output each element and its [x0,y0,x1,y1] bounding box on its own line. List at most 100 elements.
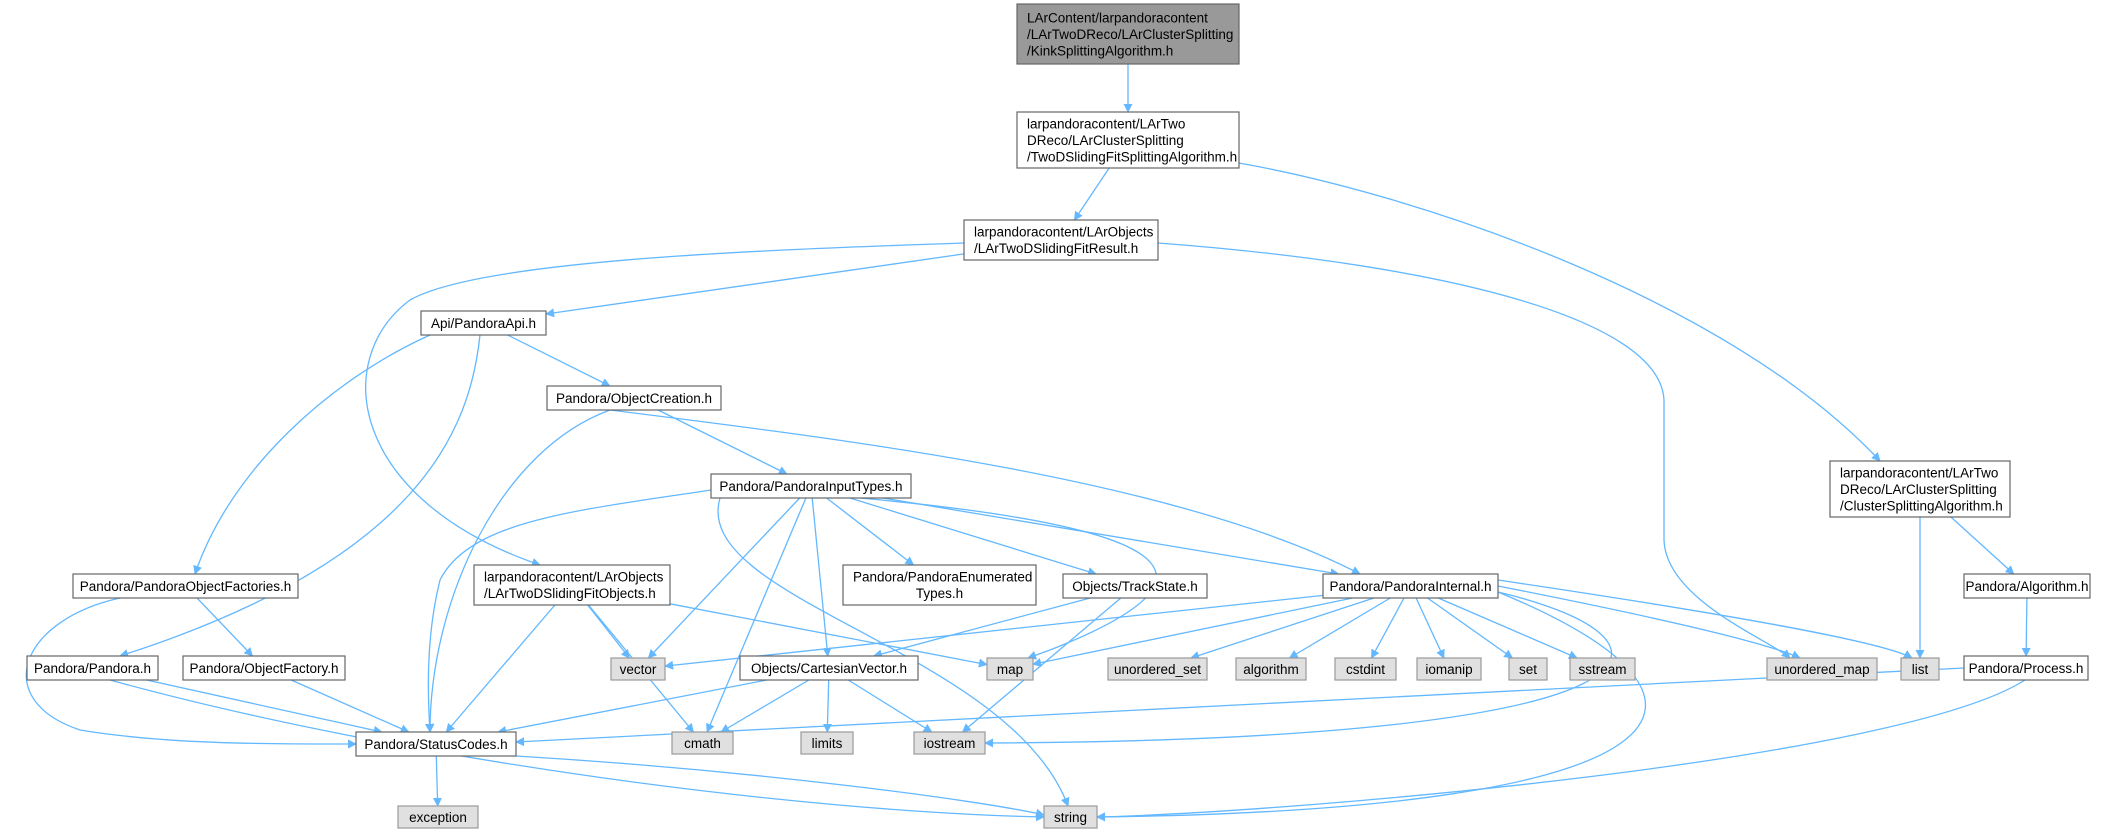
node-box [963,219,1159,261]
node-label: Pandora/PandoraInputTypes.h [719,479,902,494]
edge [1190,597,1375,660]
edge-status_codes-to-string [515,755,1045,818]
node-internal[interactable]: Pandora/PandoraInternal.h [1322,573,1499,599]
edge [545,253,965,318]
edge [507,334,611,387]
edge-pandora_api-to-object_creation [507,334,611,387]
edge-pandora_api-to-object_factories [193,334,431,575]
node-algorithm-h[interactable]: Pandora/Algorithm.h [1963,573,2091,599]
node-box [1963,655,2089,681]
node-twod-fit-result[interactable]: larpandoracontent/LArObjects/LArTwoDSlid… [963,219,1159,261]
edge [425,489,712,733]
edge [859,497,1157,660]
node-cstdint: cstdint [1334,657,1397,681]
node-box [1334,657,1397,681]
node-box [1569,657,1636,681]
node-status-codes[interactable]: Pandora/StatusCodes.h [355,731,517,757]
node-box [1900,657,1940,681]
edge-fit_objects-to-status_codes [445,604,556,733]
node-iostream: iostream [913,731,986,755]
edge [1370,597,1405,659]
node-label: string [1054,810,1087,825]
nodes-layer: LArContent/larpandoracontent/LArTwoDReco… [26,3,2091,829]
node-label: /ClusterSplittingAlgorithm.h [1840,498,2003,513]
edge-input_types-to-internal [882,497,1340,578]
node-process[interactable]: Pandora/Process.h [1963,655,2089,681]
node-box [913,731,986,755]
edge-internal-to-sstream [1438,597,1578,659]
node-twod-sliding-split[interactable]: larpandoracontent/LArTwoDReco/LArCluster… [1016,111,1240,169]
node-label: larpandoracontent/LArTwo [1027,116,1185,131]
node-cluster-split[interactable]: larpandoracontent/LArTwoDReco/LArCluster… [1829,460,2011,518]
node-limits: limits [800,731,854,755]
node-label: Pandora/ObjectCreation.h [556,391,712,406]
edge [587,604,630,659]
node-unordered-map: unordered_map [1766,657,1878,681]
edge-internal-to-list [1497,579,1913,659]
node-label: cmath [684,736,721,751]
node-box [1016,3,1240,65]
edge-status_codes-to-exception [432,755,442,807]
node-object-factories[interactable]: Pandora/PandoraObjectFactories.h [72,573,299,599]
node-object-factory[interactable]: Pandora/ObjectFactory.h [182,655,346,681]
node-input-types[interactable]: Pandora/PandoraInputTypes.h [710,473,912,499]
node-pandora-api[interactable]: Api/PandoraApi.h [420,310,547,336]
edge-internal-to-iostream [984,591,1613,748]
node-string: string [1043,805,1098,829]
edge-internal-to-string [1096,591,1646,822]
edge [1096,679,2026,822]
edge-input_types-to-track_state [849,497,1097,576]
node-pandora-h[interactable]: Pandora/Pandora.h [26,655,159,681]
node-iomanip: iomanip [1416,657,1482,681]
node-label: iomanip [1425,662,1472,677]
node-label: iostream [924,736,976,751]
edge [1497,585,1801,659]
edge [1415,597,1445,659]
node-unordered-set: unordered_set [1107,657,1208,681]
edge-twod_sliding_split-to-twod_fit_result [1073,167,1110,221]
node-label: Pandora/PandoraObjectFactories.h [80,579,292,594]
edge [1288,597,1391,659]
node-label: DReco/LArClusterSplitting [1840,482,1997,497]
edge [847,679,933,733]
edge-internal-to-unordered_set [1190,597,1375,660]
edge-object_creation-to-internal [609,409,1361,575]
node-label: /KinkSplittingAlgorithm.h [1027,43,1173,58]
edge-track_state-to-cartesian [872,597,1091,659]
edge [515,755,1045,818]
edge [445,604,556,733]
edge [109,679,1045,822]
node-label: unordered_map [1774,662,1869,677]
edge [497,679,768,735]
node-box [671,731,734,755]
node-root[interactable]: LArContent/larpandoracontent/LArTwoDReco… [1016,3,1240,65]
node-label: Pandora/ObjectFactory.h [189,661,338,676]
node-label: larpandoracontent/LArTwo [1840,465,1998,480]
node-cartesian[interactable]: Objects/CartesianVector.h [739,655,919,681]
node-label: /LArTwoDSlidingFitObjects.h [484,586,656,601]
edge-object_creation-to-input_types [657,409,788,475]
edge-fit_objects-to-vector [587,604,630,659]
edge-pandora_h-to-string [109,679,1045,822]
node-label: /LArTwoDReco/LArClusterSplitting [1027,27,1233,42]
node-fit-objects[interactable]: larpandoracontent/LArObjects/LArTwoDSlid… [473,564,671,606]
edge [425,409,611,733]
node-box [182,655,346,681]
node-track-state[interactable]: Objects/TrackState.h [1062,573,1208,599]
edge [647,497,801,659]
edge [1032,597,1353,667]
edge-internal-to-set [1427,597,1514,659]
node-label: Pandora/PandoraInternal.h [1329,579,1491,594]
node-box [355,731,517,757]
edge-input_types-to-status_codes [425,489,712,733]
edge-object_creation-to-status_codes [425,409,611,733]
node-box [986,657,1034,681]
edge [717,497,1070,807]
node-label: vector [620,662,657,677]
edge-input_types-to-vector [647,497,801,659]
edge [1497,579,1913,659]
node-label: Pandora/PandoraEnumerated [853,570,1032,585]
node-map: map [986,657,1034,681]
node-object-creation[interactable]: Pandora/ObjectCreation.h [546,385,722,411]
